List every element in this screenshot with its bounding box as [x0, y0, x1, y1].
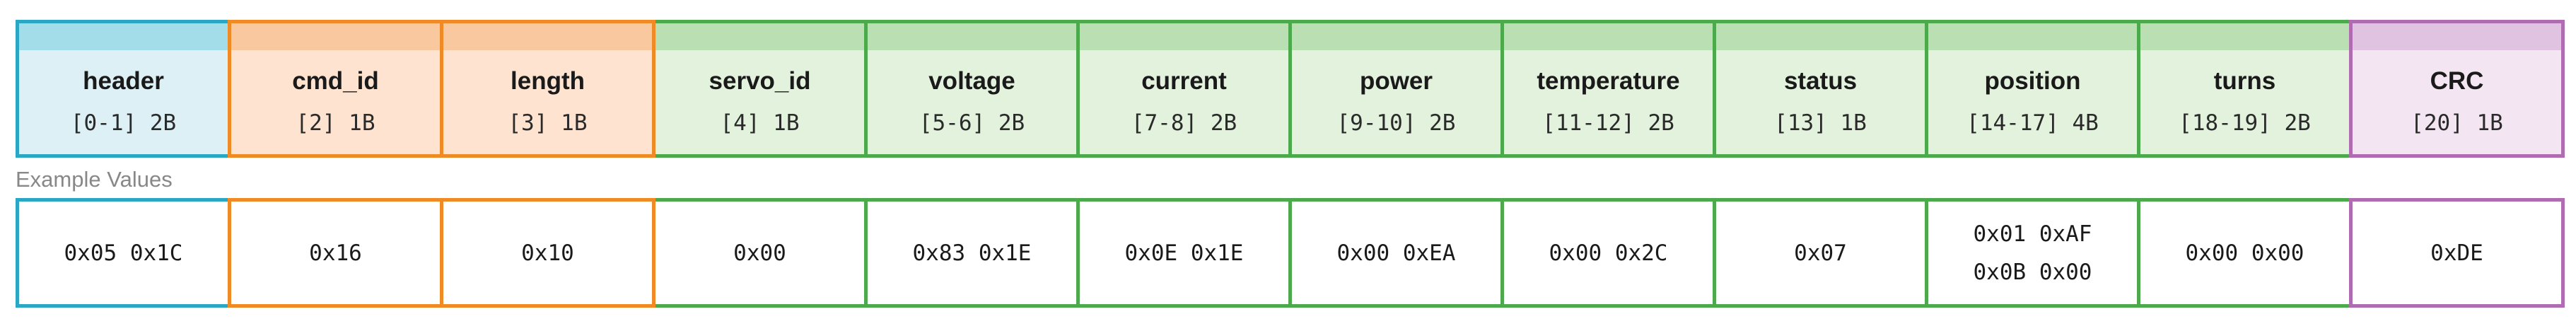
field-cell-turns: turns [18-19] 2B — [2137, 20, 2353, 158]
example-value: 0x10 — [521, 240, 574, 266]
field-name: turns — [2213, 67, 2276, 95]
field-name: cmd_id — [292, 67, 379, 95]
field-color-strip — [443, 23, 652, 50]
example-value: 0x00 0x00 — [2185, 240, 2304, 266]
field-byte-range: [0-1] 2B — [70, 110, 177, 136]
field-color-strip — [1080, 23, 1288, 50]
value-cell-servo-id: 0x00 — [652, 198, 868, 308]
example-value: 0x0E 0x1E — [1124, 240, 1244, 266]
example-value: 0xDE — [2430, 240, 2483, 266]
field-name: current — [1141, 67, 1227, 95]
field-cell-position: position [14-17] 4B — [1925, 20, 2140, 158]
field-name: power — [1359, 67, 1433, 95]
example-value: 0x83 0x1E — [912, 240, 1032, 266]
example-value: 0x0B 0x00 — [1973, 259, 2092, 285]
field-byte-range: [2] 1B — [296, 110, 375, 136]
value-cell-cmd-id: 0x16 — [228, 198, 443, 308]
example-value: 0x01 0xAF — [1973, 221, 2092, 247]
field-name: status — [1783, 67, 1858, 95]
example-value: 0x16 — [309, 240, 362, 266]
field-color-strip — [2353, 23, 2561, 50]
value-cell-power: 0x00 0xEA — [1288, 198, 1504, 308]
field-cell-temperature: temperature [11-12] 2B — [1500, 20, 1716, 158]
field-byte-range: [3] 1B — [508, 110, 588, 136]
field-color-strip — [1928, 23, 2137, 50]
field-byte-range: [11-12] 2B — [1542, 110, 1674, 136]
field-byte-range: [18-19] 2B — [2179, 110, 2311, 136]
field-cell-status: status [13] 1B — [1713, 20, 1928, 158]
field-byte-range: [13] 1B — [1774, 110, 1867, 136]
field-byte-range: [9-10] 2B — [1336, 110, 1456, 136]
field-cell-servo-id: servo_id [4] 1B — [652, 20, 868, 158]
field-cell-header: header [0-1] 2B — [16, 20, 231, 158]
field-cell-current: current [7-8] 2B — [1076, 20, 1292, 158]
field-cell-voltage: voltage [5-6] 2B — [864, 20, 1080, 158]
field-name: length — [511, 67, 585, 95]
example-value: 0x05 0x1C — [64, 240, 183, 266]
field-cell-length: length [3] 1B — [440, 20, 655, 158]
example-value: 0x07 — [1794, 240, 1847, 266]
field-name: CRC — [2430, 67, 2484, 95]
field-name: position — [1984, 67, 2081, 95]
field-cell-cmd-id: cmd_id [2] 1B — [228, 20, 443, 158]
field-cell-crc: CRC [20] 1B — [2349, 20, 2565, 158]
value-cell-turns: 0x00 0x00 — [2137, 198, 2353, 308]
value-cell-length: 0x10 — [440, 198, 655, 308]
value-cell-current: 0x0E 0x1E — [1076, 198, 1292, 308]
field-color-strip — [1716, 23, 1925, 50]
example-value: 0x00 — [733, 240, 786, 266]
field-color-strip — [1504, 23, 1713, 50]
value-cell-voltage: 0x83 0x1E — [864, 198, 1080, 308]
field-name: servo_id — [709, 67, 811, 95]
field-color-strip — [1292, 23, 1500, 50]
example-value: 0x00 0xEA — [1336, 240, 1456, 266]
field-byte-range: [20] 1B — [2411, 110, 2503, 136]
field-color-strip — [655, 23, 864, 50]
field-byte-range: [7-8] 2B — [1131, 110, 1237, 136]
value-cell-header: 0x05 0x1C — [16, 198, 231, 308]
field-color-strip — [19, 23, 228, 50]
field-color-strip — [868, 23, 1076, 50]
field-color-strip — [231, 23, 440, 50]
example-value: 0x00 0x2C — [1549, 240, 1668, 266]
value-cell-status: 0x07 — [1713, 198, 1928, 308]
field-color-strip — [2140, 23, 2349, 50]
field-name: header — [83, 67, 164, 95]
field-byte-range: [5-6] 2B — [919, 110, 1025, 136]
example-values-label: Example Values — [16, 167, 173, 192]
field-byte-range: [14-17] 4B — [1966, 110, 2099, 136]
field-byte-range: [4] 1B — [720, 110, 800, 136]
value-cell-position: 0x01 0xAF 0x0B 0x00 — [1925, 198, 2140, 308]
field-cell-power: power [9-10] 2B — [1288, 20, 1504, 158]
field-name: voltage — [928, 67, 1015, 95]
value-cell-temperature: 0x00 0x2C — [1500, 198, 1716, 308]
value-cell-crc: 0xDE — [2349, 198, 2565, 308]
field-name: temperature — [1537, 67, 1680, 95]
